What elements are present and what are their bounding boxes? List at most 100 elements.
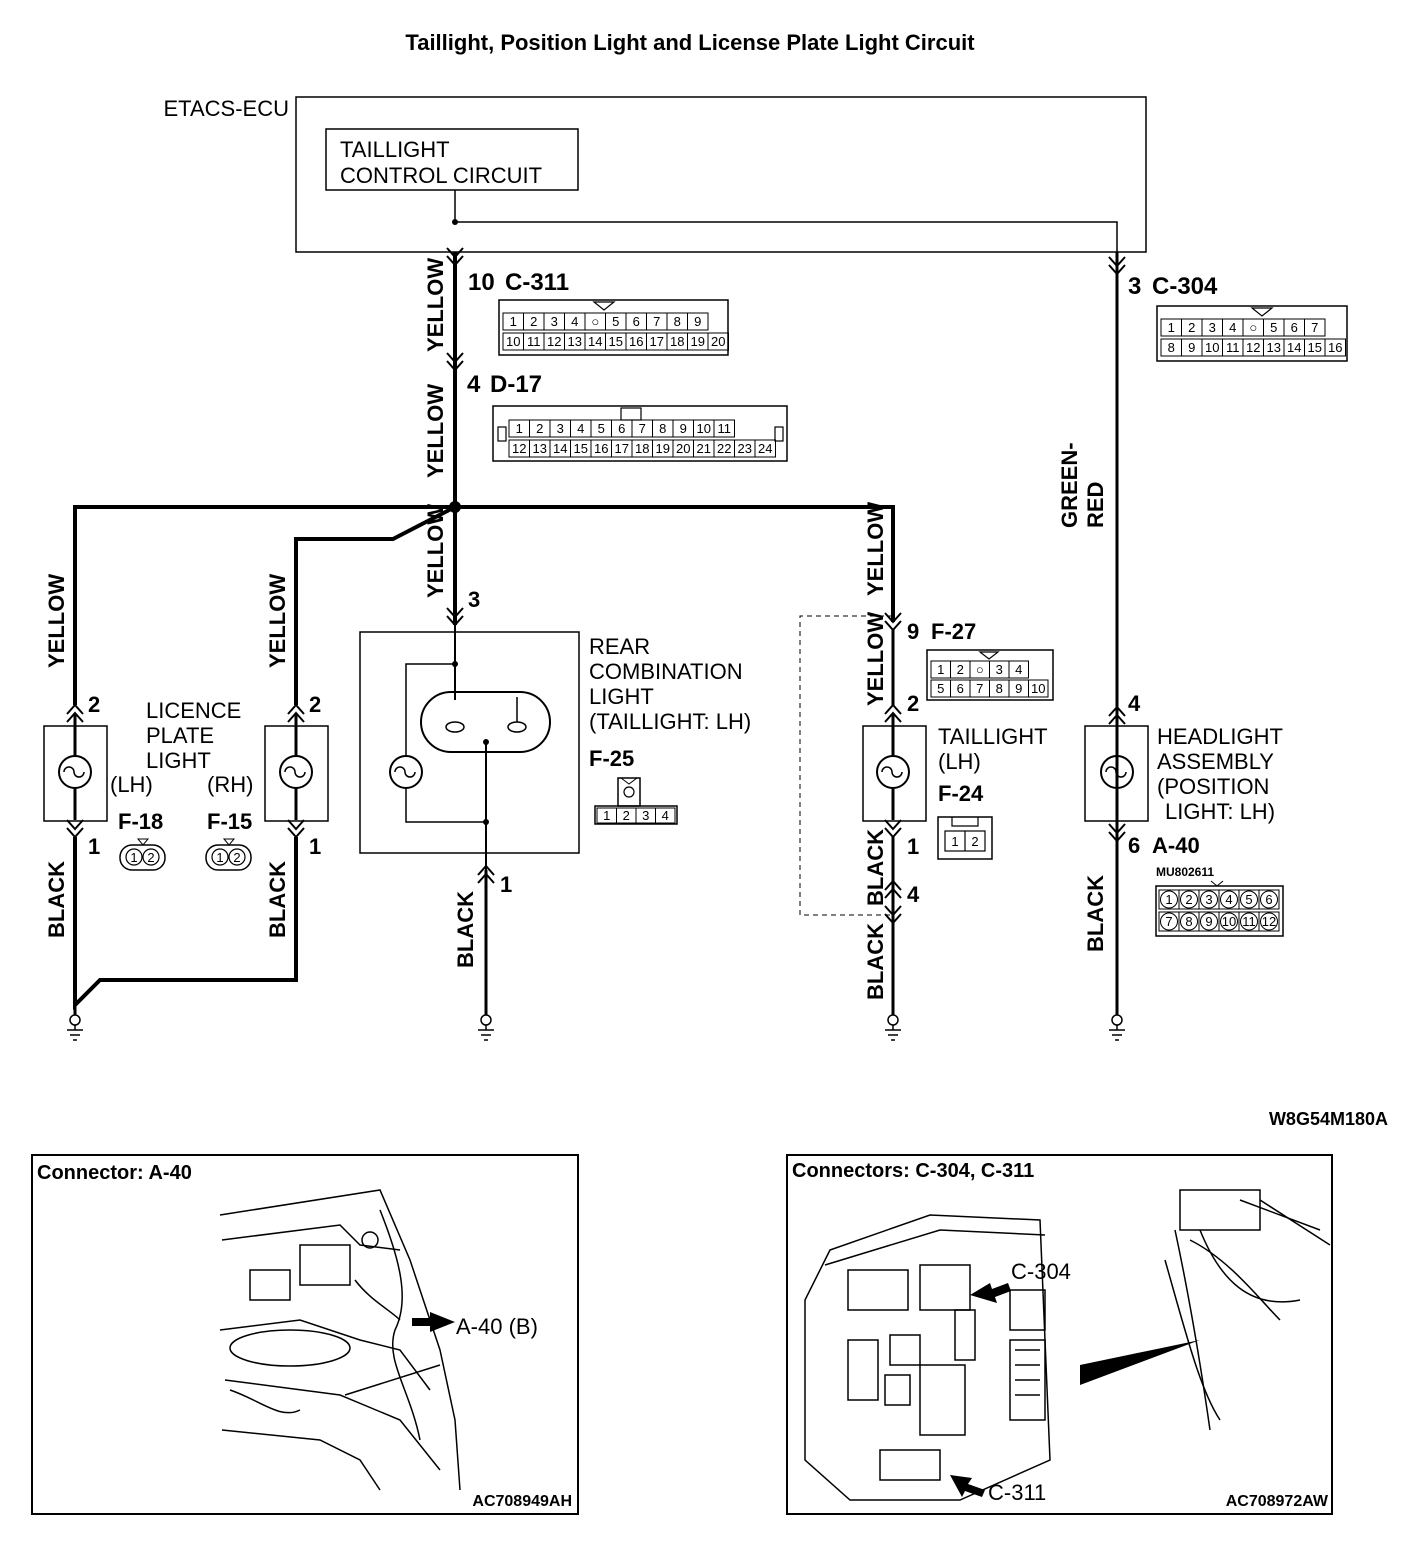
connector-pin-label: 12 bbox=[547, 334, 561, 349]
connector-pin-label: 4 bbox=[662, 808, 669, 823]
connector-pin-label: 15 bbox=[1308, 340, 1322, 355]
svg-text:2: 2 bbox=[971, 834, 978, 849]
ground-icon bbox=[480, 1014, 492, 1026]
svg-text:BLACK: BLACK bbox=[863, 923, 888, 1000]
svg-text:BLACK: BLACK bbox=[265, 861, 290, 938]
connector-pin-label: 6 bbox=[618, 421, 625, 436]
connector-pin-label: 2 bbox=[1185, 892, 1192, 907]
headlight-pin-top: 4 bbox=[1128, 691, 1141, 716]
connector-pin-label: 1 bbox=[516, 421, 523, 436]
connector-pin-label: 16 bbox=[1328, 340, 1342, 355]
lp-label-1: LICENCE bbox=[146, 698, 241, 723]
c311-name: C-311 bbox=[505, 269, 569, 296]
connector-pin-label: 3 bbox=[1209, 320, 1216, 335]
rcl-label-4: (TAILLIGHT: LH) bbox=[589, 709, 751, 734]
connector-pin-label: 11 bbox=[1226, 340, 1240, 355]
connector-pin-label: 10 bbox=[1205, 340, 1219, 355]
licence-plate-light-rh bbox=[264, 703, 329, 839]
panel-callout-c304: C-304 bbox=[1011, 1259, 1071, 1284]
connector-pin-label: 18 bbox=[635, 441, 649, 456]
connector-pin-label: ○ bbox=[591, 314, 599, 329]
connector-pin-label: 6 bbox=[633, 314, 640, 329]
connector-pin-label: 16 bbox=[594, 441, 608, 456]
connector-pin-label: 6 bbox=[1265, 892, 1272, 907]
rcl-pin-top: 3 bbox=[468, 587, 480, 612]
junction-block-illustration bbox=[804, 1189, 1331, 1501]
rcl-label-3: LIGHT bbox=[589, 684, 654, 709]
connector-pin-label: 15 bbox=[609, 334, 623, 349]
taillight-pin-joint: 4 bbox=[907, 882, 920, 907]
connector-pin-label: 3 bbox=[557, 421, 564, 436]
connector-pin-label: 18 bbox=[670, 334, 684, 349]
connector-pin-label: 2 bbox=[957, 662, 964, 677]
headlight-assembly-position-light bbox=[1084, 725, 1149, 822]
connector-pin-label: 19 bbox=[656, 441, 670, 456]
connector-pin-label: 4 bbox=[577, 421, 584, 436]
connector-pin-label: 8 bbox=[674, 314, 681, 329]
lp-lh-label: (LH) bbox=[110, 772, 153, 797]
d17-name: D-17 bbox=[490, 371, 542, 398]
svg-text:BLACK: BLACK bbox=[1083, 875, 1108, 952]
connector-pin-label: 1 bbox=[937, 662, 944, 677]
connector-pin-label: 1 bbox=[603, 808, 610, 823]
lp-label-3: LIGHT bbox=[146, 748, 211, 773]
svg-text:YELLOW: YELLOW bbox=[863, 612, 888, 706]
licence-plate-light-lh bbox=[43, 703, 298, 1015]
a40-part-number: MU802611 bbox=[1156, 865, 1214, 879]
connector-pin-label: 11 bbox=[527, 334, 541, 349]
connector-pin-label: 7 bbox=[639, 421, 646, 436]
splice-point bbox=[449, 501, 461, 513]
lp-lh-pin-bottom: 1 bbox=[88, 834, 100, 859]
connector-pin-label: 4 bbox=[1225, 892, 1232, 907]
connector-pin-label: 11 bbox=[1242, 914, 1256, 929]
svg-text:1: 1 bbox=[130, 850, 137, 865]
f18-name: F-18 bbox=[118, 809, 163, 834]
svg-text:1: 1 bbox=[216, 850, 223, 865]
connector-pin-label: 9 bbox=[1015, 681, 1022, 696]
connector-pin-label: 14 bbox=[553, 441, 567, 456]
connector-pin-label: 2 bbox=[530, 314, 537, 329]
connector-pin-label: 7 bbox=[1311, 320, 1318, 335]
connector-pin-label: 15 bbox=[574, 441, 588, 456]
connector-pin-label: 7 bbox=[1165, 914, 1172, 929]
taillight-lh bbox=[799, 612, 927, 1015]
rcl-label-1: REAR bbox=[589, 634, 650, 659]
svg-text:1: 1 bbox=[951, 834, 958, 849]
connector-pin-label: 4 bbox=[1015, 662, 1022, 677]
panel-c304-title: Connectors: C-304, C-311 bbox=[792, 1160, 1034, 1182]
headlight-label-2: ASSEMBLY bbox=[1157, 749, 1274, 774]
connector-pin-label: 6 bbox=[1291, 320, 1298, 335]
a40-pin: 6 bbox=[1128, 833, 1140, 858]
connector-pin-label: 4 bbox=[571, 314, 578, 329]
panel-connector-a40: Connector: A-40 AC708949AH A-40 (B) bbox=[31, 1154, 579, 1515]
svg-text:BLACK: BLACK bbox=[44, 861, 69, 938]
connector-pin-label: 4 bbox=[1229, 320, 1236, 335]
svg-text:BLACK: BLACK bbox=[453, 891, 478, 968]
svg-text:2: 2 bbox=[233, 850, 240, 865]
connector-pin-label: 3 bbox=[642, 808, 649, 823]
f24-connector-face: 1 2 bbox=[937, 816, 993, 860]
connector-pin-label: ○ bbox=[976, 662, 984, 677]
connector-pin-label: 9 bbox=[694, 314, 701, 329]
connector-pin-label: 21 bbox=[697, 441, 711, 456]
connector-pin-label: 8 bbox=[1168, 340, 1175, 355]
c304-name: C-304 bbox=[1152, 273, 1218, 300]
connector-pin-label: 5 bbox=[1245, 892, 1252, 907]
svg-text:YELLOW: YELLOW bbox=[423, 258, 448, 352]
connector-pin-label: 20 bbox=[676, 441, 690, 456]
c311-pin: 10 bbox=[468, 269, 495, 296]
connector-pin-label: 3 bbox=[996, 662, 1003, 677]
f27-pin: 9 bbox=[907, 619, 919, 644]
connector-pin-label: 22 bbox=[717, 441, 731, 456]
lp-lh-pin-top: 2 bbox=[88, 692, 100, 717]
svg-text:YELLOW: YELLOW bbox=[44, 574, 69, 668]
ground-icon bbox=[1111, 1014, 1123, 1026]
svg-text:YELLOW: YELLOW bbox=[265, 574, 290, 668]
